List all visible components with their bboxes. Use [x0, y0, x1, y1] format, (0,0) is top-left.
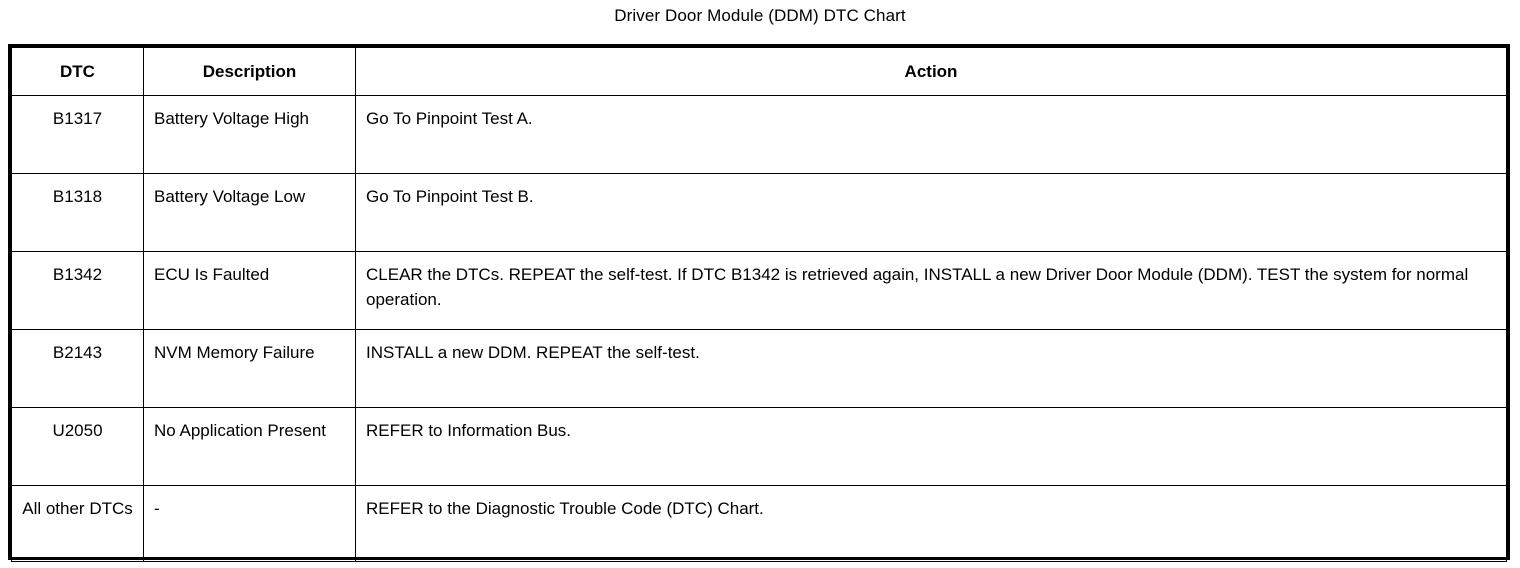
column-header-action: Action	[355, 47, 1507, 96]
cell-action: Go To Pinpoint Test A.	[355, 95, 1507, 174]
table-row: B1318 Battery Voltage Low Go To Pinpoint…	[11, 173, 1507, 252]
cell-action: REFER to the Diagnostic Trouble Code (DT…	[355, 485, 1507, 562]
cell-dtc: B1318	[11, 173, 144, 252]
cell-dtc: B1317	[11, 95, 144, 174]
cell-dtc: U2050	[11, 407, 144, 486]
cell-action: REFER to Information Bus.	[355, 407, 1507, 486]
cell-description: Battery Voltage High	[143, 95, 356, 174]
table-row: B1342 ECU Is Faulted CLEAR the DTCs. REP…	[11, 251, 1507, 330]
table-header: DTC Description Action	[11, 47, 1507, 96]
cell-description: ECU Is Faulted	[143, 251, 356, 330]
cell-action: Go To Pinpoint Test B.	[355, 173, 1507, 252]
table-row: U2050 No Application Present REFER to In…	[11, 407, 1507, 486]
table-row: All other DTCs - REFER to the Diagnostic…	[11, 485, 1507, 562]
table-row: B1317 Battery Voltage High Go To Pinpoin…	[11, 95, 1507, 174]
cell-action: CLEAR the DTCs. REPEAT the self-test. If…	[355, 251, 1507, 330]
dtc-table: DTC Description Action B1317 Battery Vol…	[11, 47, 1507, 562]
cell-description: No Application Present	[143, 407, 356, 486]
table-header-row: DTC Description Action	[11, 47, 1507, 96]
cell-dtc: B2143	[11, 329, 144, 408]
cell-dtc: All other DTCs	[11, 485, 144, 562]
column-header-dtc: DTC	[11, 47, 144, 96]
cell-description: NVM Memory Failure	[143, 329, 356, 408]
cell-description: -	[143, 485, 356, 562]
table-row: B2143 NVM Memory Failure INSTALL a new D…	[11, 329, 1507, 408]
cell-action: INSTALL a new DDM. REPEAT the self-test.	[355, 329, 1507, 408]
cell-description: Battery Voltage Low	[143, 173, 356, 252]
page-title: Driver Door Module (DDM) DTC Chart	[614, 6, 906, 25]
column-header-description: Description	[143, 47, 356, 96]
table-body: B1317 Battery Voltage High Go To Pinpoin…	[11, 95, 1507, 562]
cell-dtc: B1342	[11, 251, 144, 330]
dtc-table-container: DTC Description Action B1317 Battery Vol…	[8, 44, 1510, 562]
